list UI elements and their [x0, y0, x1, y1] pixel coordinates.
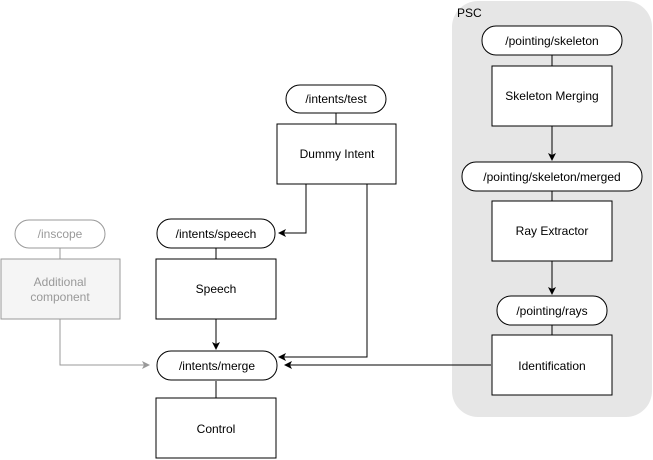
component-dummy-intent[interactable] [276, 123, 397, 185]
component-ray-extractor[interactable] [491, 200, 613, 262]
topic-pointing-skeleton-merged-label: /pointing/skeleton/merged [483, 170, 620, 184]
component-additional[interactable] [0, 258, 121, 320]
component-speech-label: Speech [196, 282, 237, 296]
component-ray-extractor-label: Ray Extractor [516, 224, 589, 238]
component-identification-label: Identification [518, 359, 585, 373]
component-dummy-intent-label: Dummy Intent [300, 147, 375, 161]
arrow-additional-to-merge [59, 319, 150, 369]
topic-intents-merge-label: /intents/merge [179, 359, 255, 373]
topic-pointing-skeleton[interactable] [481, 25, 623, 56]
component-identification[interactable] [491, 334, 613, 396]
topic-pointing-skeleton-merged[interactable] [461, 161, 643, 192]
component-control[interactable] [155, 397, 277, 459]
component-additional-label-line2: component [30, 290, 90, 304]
arrow-dummy-to-merge-topic [278, 184, 368, 361]
topic-pointing-rays-label: /pointing/rays [516, 304, 587, 318]
component-control-label: Control [197, 422, 236, 436]
topic-intents-speech-label: /intents/speech [176, 227, 257, 241]
topic-inscope[interactable] [14, 219, 106, 249]
topic-intents-merge[interactable] [156, 350, 278, 381]
component-skeleton-merging[interactable] [491, 65, 613, 127]
psc-group-label: PSC [457, 6, 482, 20]
topic-intents-test[interactable] [285, 84, 387, 114]
topic-intents-speech[interactable] [156, 218, 276, 249]
topic-pointing-rays[interactable] [496, 295, 608, 326]
topic-inscope-label: /inscope [38, 227, 83, 241]
topic-pointing-skeleton-label: /pointing/skeleton [505, 34, 598, 48]
component-additional-label-line1: Additional [34, 275, 87, 289]
component-skeleton-merging-label: Skeleton Merging [505, 89, 598, 103]
component-speech[interactable] [155, 258, 277, 320]
topic-intents-test-label: /intents/test [305, 92, 367, 106]
arrow-dummy-to-speech-topic [278, 184, 307, 237]
